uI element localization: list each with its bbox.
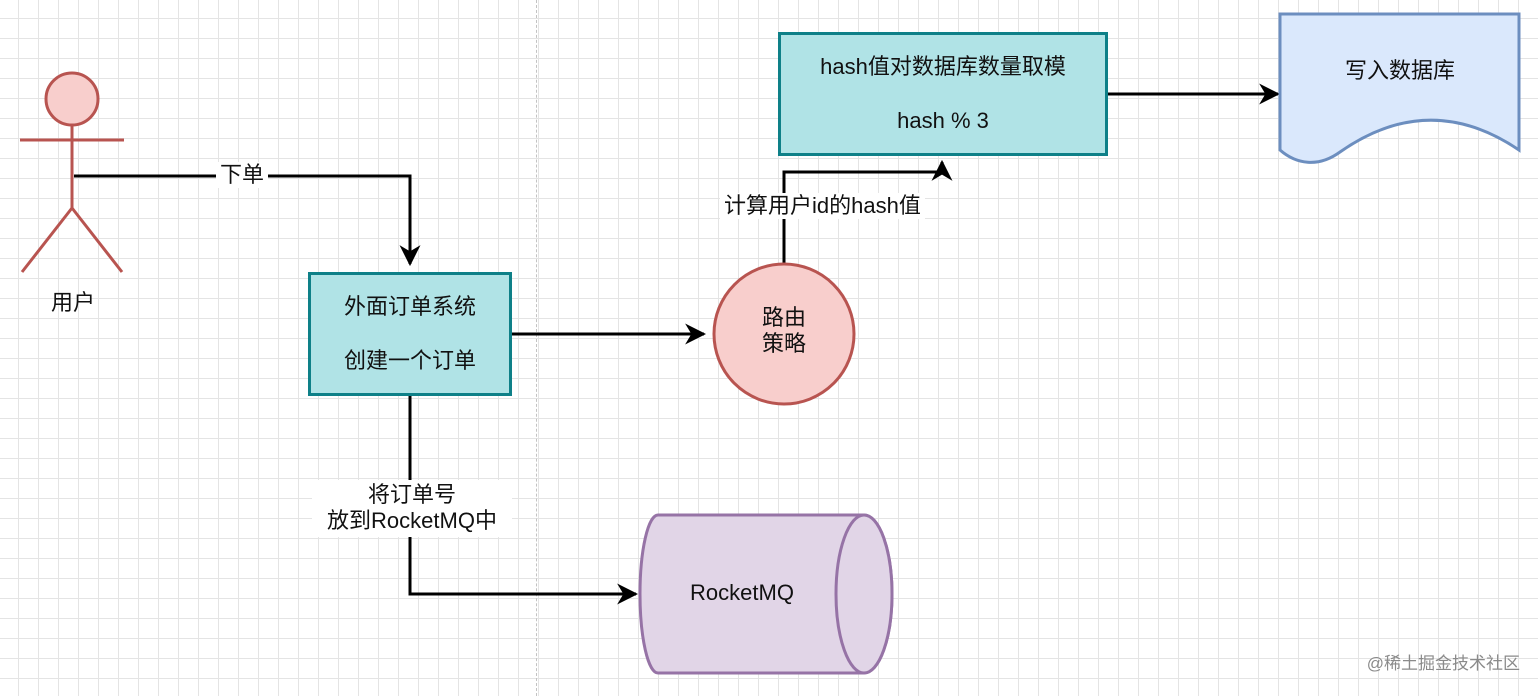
hash-box-line2: hash % 3 <box>897 108 989 133</box>
edge-place-order <box>74 174 421 267</box>
router-label: 路由 策略 <box>734 305 834 358</box>
watermark: @稀土掘金技术社区 <box>1366 654 1520 673</box>
rocketmq-label: RocketMQ <box>690 580 794 605</box>
edge-label-compute-hash: 计算用户id的hash值 <box>720 193 925 220</box>
database-document-shape[interactable] <box>1278 12 1521 164</box>
user-actor-icon[interactable] <box>20 71 124 273</box>
edge-label-to-mq: 将订单号 放到RocketMQ中 <box>312 480 512 537</box>
routing-strategy-node[interactable] <box>712 262 856 406</box>
dashed-divider <box>536 0 537 696</box>
router-line1: 路由 <box>761 305 806 330</box>
edge-label-to-mq-line1: 将订单号 <box>367 482 456 507</box>
order-system-line2: 创建一个订单 <box>343 348 476 373</box>
edge-label-to-mq-line2: 放到RocketMQ中 <box>327 508 497 534</box>
hash-box-line1: hash值对数据库数量取模 <box>820 53 1066 79</box>
rocketmq-queue-shape[interactable] <box>638 513 894 675</box>
database-label: 写入数据库 <box>1344 58 1455 83</box>
router-line2: 策略 <box>761 331 806 357</box>
order-system-node[interactable]: 外面订单系统 创建一个订单 <box>308 272 512 396</box>
edge-order-to-mq <box>408 396 639 605</box>
order-system-line1: 外面订单系统 <box>343 293 476 319</box>
edge-label-place-order: 下单 <box>216 162 269 189</box>
actor-label: 用户 <box>50 290 95 315</box>
hash-modulo-node[interactable]: hash值对数据库数量取模 hash % 3 <box>778 32 1108 156</box>
